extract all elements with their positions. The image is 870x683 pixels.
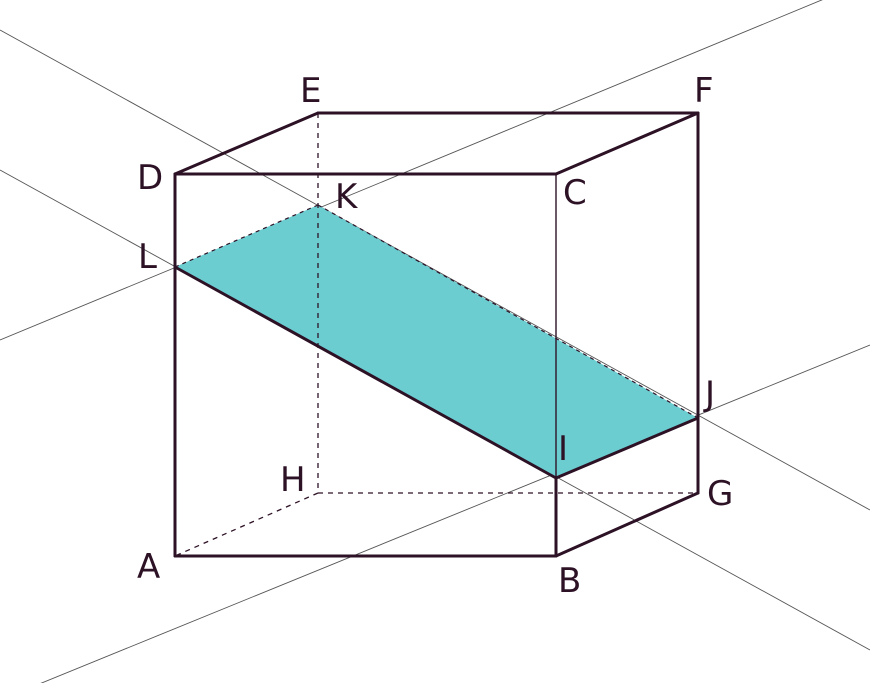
label-D: D	[137, 158, 163, 198]
label-C: C	[563, 173, 587, 213]
label-B: B	[558, 561, 581, 601]
edge-BG	[554, 491, 700, 558]
guide-line-through-I-J	[40, 344, 870, 683]
hidden-edges	[174, 113, 698, 557]
section-edge-KJ	[317, 204, 699, 419]
section-edge-IJ	[554, 416, 700, 480]
vertex-labels: A B C D E F G H I J K L	[137, 71, 733, 601]
label-J: J	[703, 374, 715, 414]
label-I: I	[558, 429, 568, 469]
edge-CF	[554, 111, 700, 176]
guide-line-through-L-K	[0, 29, 870, 511]
label-H: H	[280, 460, 306, 500]
label-G: G	[707, 474, 733, 514]
label-K: K	[335, 177, 359, 217]
visible-edges	[173, 111, 700, 558]
section-edge-LI	[173, 265, 558, 480]
guide-line-through-L-I	[0, 0, 823, 341]
label-L: L	[138, 237, 157, 277]
section-plane-LKJI	[175, 205, 698, 478]
label-A: A	[137, 547, 160, 587]
edge-DE	[173, 111, 320, 176]
label-E: E	[300, 71, 321, 111]
section-edge-LK	[174, 204, 319, 268]
hidden-edge-HA	[174, 492, 319, 557]
label-F: F	[694, 71, 714, 111]
